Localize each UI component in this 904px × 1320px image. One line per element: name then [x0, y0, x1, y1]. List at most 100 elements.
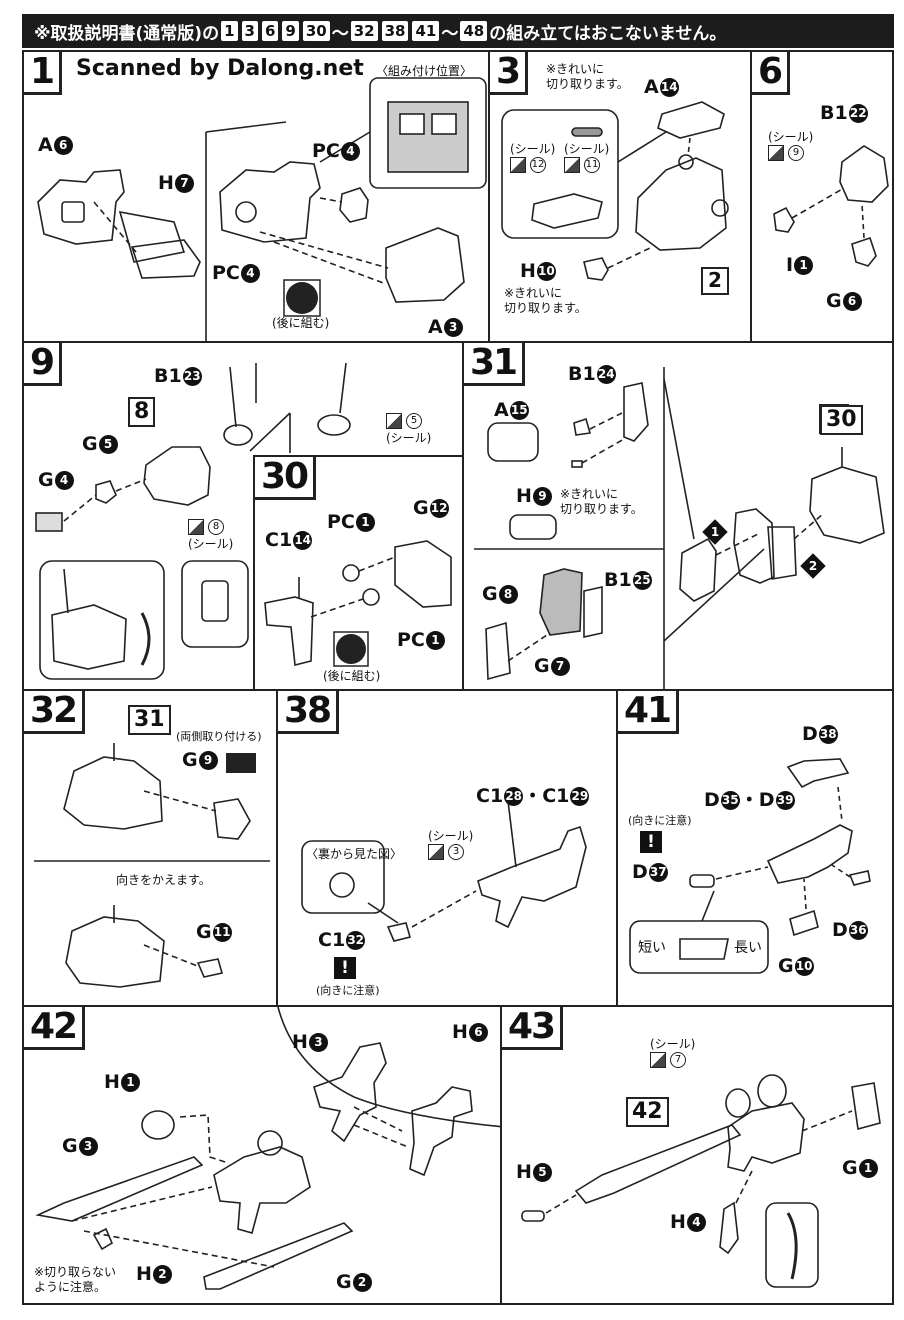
caution-icon: !	[334, 957, 356, 979]
part-number: 22	[848, 104, 868, 123]
short-label: 短い	[638, 940, 666, 956]
part-number: 2	[152, 1265, 172, 1284]
part-letter: G	[196, 921, 212, 943]
sticker-8: 8 (シール)	[188, 519, 233, 552]
part-letter: C1	[542, 785, 570, 807]
step-number: 30	[255, 457, 317, 500]
header-step-48: 48	[460, 21, 488, 41]
part-letter: G	[842, 1157, 858, 1179]
part-number: 29	[570, 787, 590, 806]
panel-9-illustration	[35, 362, 351, 680]
part-number: 15	[509, 401, 529, 420]
part-letter: D	[802, 723, 818, 745]
part-number: 39	[775, 791, 795, 810]
scan-watermark: Scanned by Dalong.net	[74, 56, 366, 81]
part-letter: G	[62, 1135, 78, 1157]
panel-31-illustration	[474, 367, 885, 689]
part-number: 3	[78, 1137, 98, 1156]
ref-part-8: 8	[128, 397, 156, 427]
part-number: 32	[346, 931, 366, 950]
panel-6-illustration	[773, 145, 889, 267]
part-letter: H	[136, 1263, 152, 1285]
sticker-icon	[188, 519, 204, 535]
part-letter: H	[516, 1161, 532, 1183]
panel-3-illustration	[501, 101, 729, 295]
sticker-7: (シール)7	[650, 1035, 695, 1068]
part-number: 1	[355, 513, 375, 532]
sticker-icon	[386, 413, 402, 429]
change-orientation-note: 向きをかえます。	[116, 873, 211, 887]
sticker-number: 8	[208, 519, 224, 535]
part-number: 37	[648, 863, 668, 882]
part-number: 14	[293, 531, 313, 550]
ref-part-2: 2	[708, 268, 722, 292]
part-number: 36	[848, 921, 868, 940]
part-number: 11	[212, 923, 232, 942]
part-letter: G	[182, 749, 198, 771]
sticker-icon	[768, 145, 784, 161]
part-letter: G	[413, 497, 429, 519]
sticker-12: (シール)12	[510, 140, 555, 173]
clean-cut-note: ※きれいに 切り取ります。	[560, 487, 643, 516]
sticker-label: (シール)	[188, 537, 234, 551]
part-number: 5	[532, 1163, 552, 1182]
sticker-label: (シール)	[650, 1037, 696, 1051]
part-letter: H	[516, 485, 532, 507]
assemble-later-note: (後に組む)	[272, 316, 330, 330]
part-letter: PC	[312, 140, 340, 162]
attach-both-sides-note: (両側取り付ける)	[176, 730, 262, 743]
sticker-number: 12	[530, 157, 546, 173]
sticker-label: (シール)	[510, 142, 556, 156]
sticker-11: (シール)11	[564, 140, 609, 173]
part-number: 1	[858, 1159, 878, 1178]
header-banner: ※取扱説明書(通常版)の 1 3 6 9 30 〜 32 38 41 〜 48 …	[22, 14, 894, 48]
sticker-9: (シール)9	[768, 128, 813, 161]
part-number: 10	[794, 957, 814, 976]
sticker-icon	[564, 157, 580, 173]
sticker-icon	[428, 844, 444, 860]
part-letter: G	[482, 583, 498, 605]
part-letter: G	[826, 290, 842, 312]
part-letter: PC	[327, 511, 355, 533]
part-number: 8	[498, 585, 518, 604]
part-number: 6	[842, 292, 862, 311]
sticker-number: 9	[788, 145, 804, 161]
sticker-icon	[650, 1052, 666, 1068]
step-number: 32	[24, 691, 86, 734]
sticker-label: (シール)	[564, 142, 610, 156]
part-letter: C1	[318, 929, 346, 951]
panel-32-illustration	[34, 743, 270, 988]
part-number: 7	[174, 174, 194, 193]
part-number: 1	[425, 631, 445, 650]
header-step-38: 38	[381, 21, 409, 41]
part-letter: A	[494, 399, 509, 421]
long-label: 長い	[734, 940, 762, 956]
header-suffix: の組み立てはおこないません。	[489, 23, 727, 44]
header-tilde-1: 〜	[331, 23, 349, 44]
header-step-3: 3	[241, 21, 258, 41]
part-letter: H	[452, 1021, 468, 1043]
ref-part-31: 31	[128, 705, 171, 735]
order-marker-2: 2	[800, 553, 826, 579]
